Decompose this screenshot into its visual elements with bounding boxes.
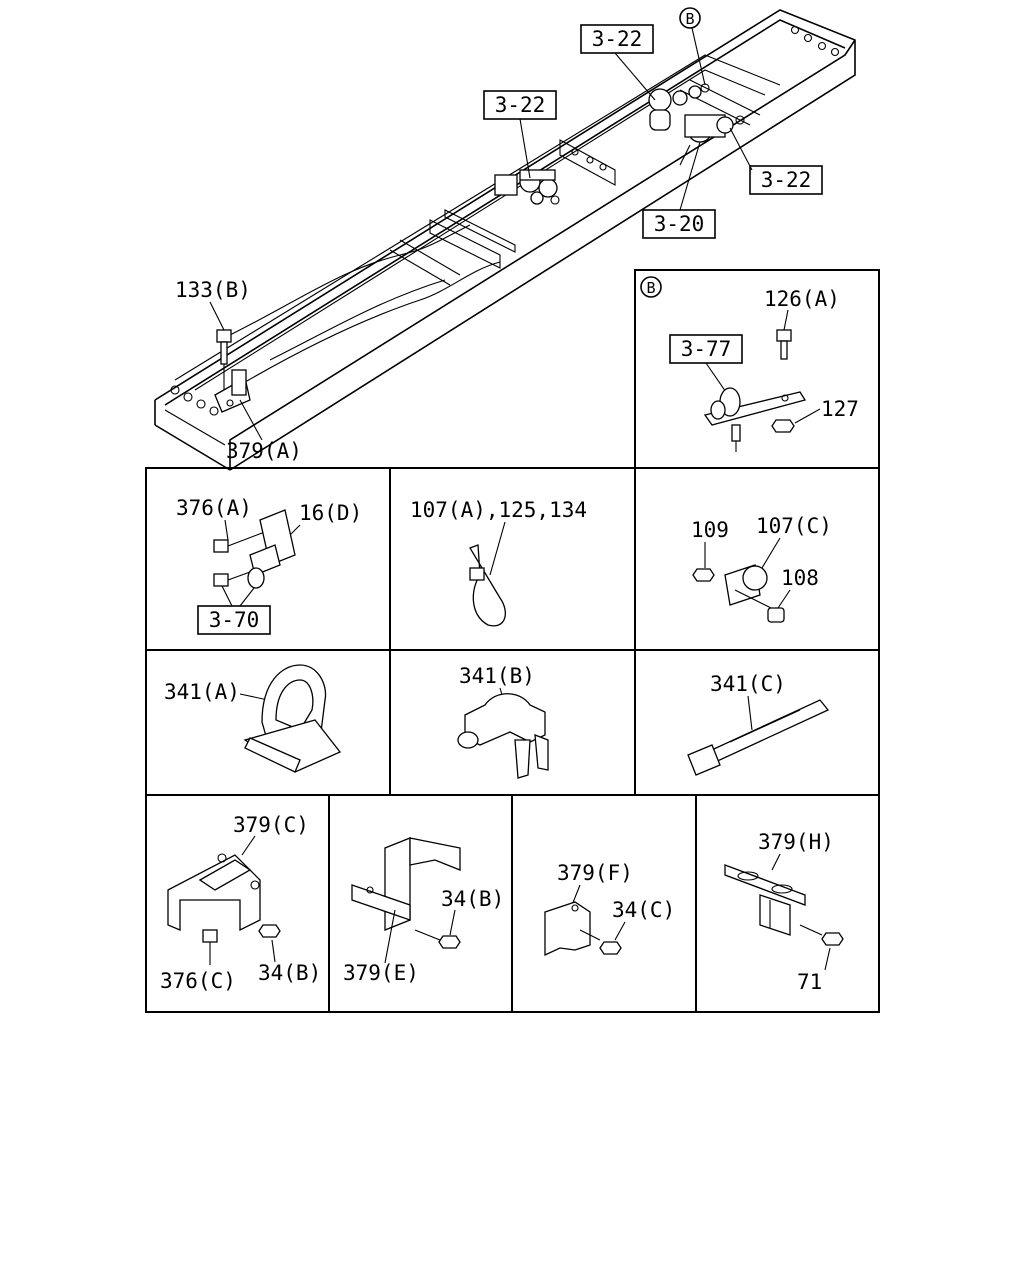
- svg-text:16(D): 16(D): [299, 501, 362, 525]
- svg-text:379(E): 379(E): [343, 961, 419, 985]
- svg-text:3-22: 3-22: [592, 27, 643, 51]
- cell-341a: 341(A): [164, 664, 342, 773]
- svg-text:34(B): 34(B): [258, 961, 321, 985]
- label-133b: 133(B): [175, 278, 251, 302]
- svg-text:B: B: [685, 10, 694, 28]
- svg-text:379(H): 379(H): [758, 830, 834, 854]
- ref-3-22-right[interactable]: 3-22: [749, 165, 823, 195]
- svg-text:B: B: [646, 279, 655, 297]
- svg-text:3-22: 3-22: [761, 168, 812, 192]
- svg-text:341(A): 341(A): [164, 680, 240, 704]
- svg-text:107(A),125,134: 107(A),125,134: [410, 498, 587, 522]
- svg-text:341(B): 341(B): [459, 664, 535, 688]
- ref-3-22-mid[interactable]: 3-22: [483, 90, 557, 120]
- label-126a: 126(A): [764, 287, 840, 311]
- svg-text:376(A): 376(A): [176, 496, 252, 520]
- svg-text:3-77: 3-77: [681, 337, 732, 361]
- detail-b-panel: B 126(A) 3-77 127: [634, 269, 880, 469]
- cell-379f-34c: 379(F) 34(C): [544, 861, 675, 957]
- cell-379h-71: 379(H) 71: [724, 830, 844, 994]
- svg-text:3-22: 3-22: [495, 93, 546, 117]
- svg-text:34(B): 34(B): [441, 887, 504, 911]
- grid-row-3: [145, 794, 880, 1013]
- valve-assembly-mid: [494, 169, 560, 205]
- cell-109-107c-108: 109 107(C) 108: [691, 514, 832, 623]
- svg-text:108: 108: [781, 566, 819, 590]
- valve-assembly-right: [679, 114, 745, 166]
- svg-text:3-70: 3-70: [209, 608, 260, 632]
- bracket-379a: [214, 369, 251, 413]
- cell-107a-125-134: 107(A),125,134: [410, 498, 587, 627]
- svg-text:379(F): 379(F): [557, 861, 633, 885]
- label-379a: 379(A): [226, 439, 302, 463]
- callout-b-marker[interactable]: B: [679, 7, 701, 29]
- svg-text:3-20: 3-20: [654, 212, 705, 236]
- svg-text:34(C): 34(C): [612, 898, 675, 922]
- svg-text:341(C): 341(C): [710, 672, 786, 696]
- label-127: 127: [821, 397, 859, 421]
- cell-341c: 341(C): [687, 672, 830, 776]
- chassis-frame: [154, 9, 856, 471]
- ref-3-77[interactable]: 3-77: [669, 334, 743, 364]
- cell-376a-16d: 376(A) 16(D) 3-70: [176, 496, 362, 635]
- svg-text:107(C): 107(C): [756, 514, 832, 538]
- svg-text:379(C): 379(C): [233, 813, 309, 837]
- ref-3-20[interactable]: 3-20: [642, 209, 716, 239]
- svg-text:109: 109: [691, 518, 729, 542]
- cell-341b: 341(B): [457, 664, 549, 779]
- valve-assembly-top: [648, 83, 710, 131]
- ref-3-22-top[interactable]: 3-22: [580, 24, 654, 54]
- svg-text:376(C): 376(C): [160, 969, 236, 993]
- cell-379e-34b: 34(B) 379(E): [343, 837, 504, 985]
- svg-text:71: 71: [797, 970, 822, 994]
- ref-3-70[interactable]: 3-70: [197, 605, 271, 635]
- cell-379c-376c-34b: 379(C) 376(C) 34(B): [160, 813, 321, 993]
